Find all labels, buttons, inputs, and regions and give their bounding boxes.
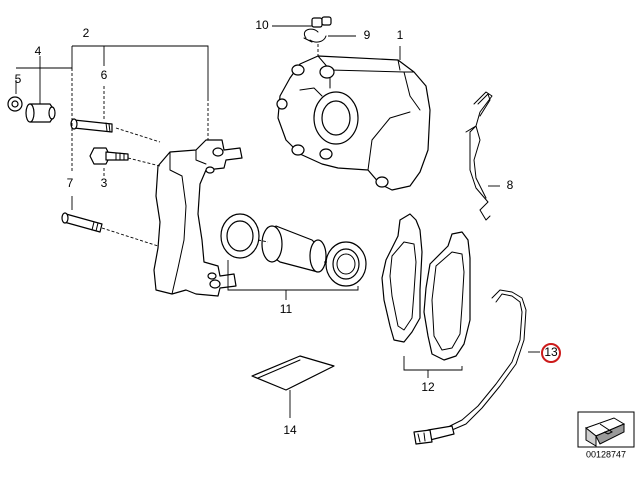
- callout-labels: 1 2 3 4 5 6 7 8 9 10 11 12 13 14: [15, 18, 561, 437]
- brake-pad-inner: [381, 213, 423, 343]
- callout-14: 14: [283, 423, 297, 437]
- dust-cap: [7, 96, 23, 112]
- brake-piston: [261, 225, 327, 273]
- guide-bolt-long: [70, 118, 113, 133]
- guide-bolt: [61, 212, 103, 233]
- pad-wear-sensor: [413, 289, 527, 445]
- caliper-carrier-bracket: [153, 139, 243, 297]
- guide-bushing: [25, 103, 56, 123]
- leader-lines: [15, 25, 540, 418]
- caliper-housing: [276, 55, 431, 191]
- anti-rattle-spring: [465, 91, 493, 221]
- grease-packet: [251, 355, 335, 391]
- bleeder-screw: [311, 16, 332, 28]
- callout-4: 4: [35, 44, 42, 58]
- piston-dust-boot: [325, 241, 367, 287]
- brake-pad-outer: [423, 231, 471, 361]
- hex-bolt: [89, 147, 129, 165]
- callout-6: 6: [101, 68, 108, 82]
- callout-8: 8: [507, 178, 514, 192]
- callout-13-highlight: [541, 343, 561, 363]
- callout-5: 5: [15, 72, 22, 86]
- callout-9: 9: [364, 28, 371, 42]
- callout-3: 3: [101, 176, 108, 190]
- piston-seal-ring: [220, 213, 260, 259]
- callout-1: 1: [397, 28, 404, 42]
- callout-11: 11: [280, 302, 293, 316]
- callout-10: 10: [255, 18, 269, 32]
- callout-2: 2: [83, 26, 90, 40]
- catalog-number: 00128747: [586, 449, 626, 459]
- callout-12: 12: [421, 380, 435, 394]
- arrow-orientation-icon: [577, 411, 635, 448]
- retaining-clip: [303, 28, 327, 43]
- callout-7: 7: [67, 176, 74, 190]
- callout-13: 13: [544, 345, 558, 359]
